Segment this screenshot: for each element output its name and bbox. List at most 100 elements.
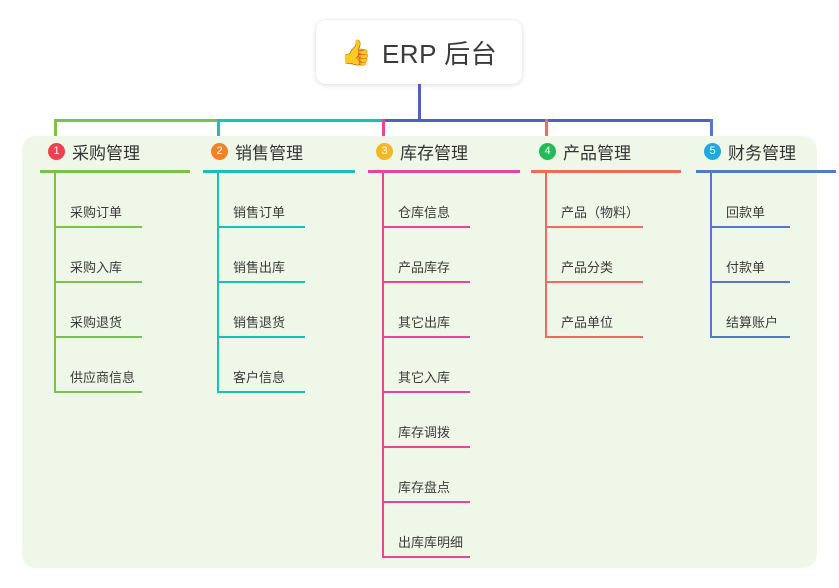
- column-title-3: 库存管理: [400, 143, 468, 163]
- leaf-node[interactable]: 销售退货: [203, 283, 355, 338]
- leaf-node-rule: [217, 336, 305, 338]
- leaf-node-label: 回款单: [726, 205, 766, 220]
- leaf-node[interactable]: 采购入库: [40, 228, 190, 283]
- leaf-node-label: 产品库存: [398, 260, 451, 275]
- leaf-node-label: 付款单: [726, 260, 766, 275]
- leaf-node-label: 库存盘点: [398, 480, 451, 495]
- column-badge-5: 5: [704, 142, 721, 160]
- column-header-rule-2: [203, 170, 355, 173]
- column-header-rule-3: [368, 170, 520, 173]
- leaf-node[interactable]: 其它出库: [368, 283, 520, 338]
- leaf-node-rule: [217, 391, 305, 393]
- leaf-node[interactable]: 仓库信息: [368, 173, 520, 228]
- leaf-node-label: 销售退货: [233, 315, 286, 330]
- connector-drop-4: [545, 119, 548, 150]
- leaf-node-rule: [54, 226, 142, 228]
- column-badge-2: 2: [211, 142, 228, 160]
- leaf-node[interactable]: 回款单: [696, 173, 836, 228]
- leaf-node[interactable]: 出库库明细: [368, 503, 520, 558]
- leaf-node[interactable]: 采购退货: [40, 283, 190, 338]
- leaf-node-label: 采购订单: [70, 205, 123, 220]
- column-title-2: 销售管理: [235, 143, 303, 163]
- leaf-node-rule: [545, 281, 643, 283]
- leaf-node-label: 销售出库: [233, 260, 286, 275]
- column-header-rule-4: [531, 170, 681, 173]
- leaf-node[interactable]: 客户信息: [203, 338, 355, 393]
- connector-trunk: [418, 84, 421, 122]
- leaf-node-label: 供应商信息: [70, 370, 136, 385]
- leaf-node-rule: [710, 336, 790, 338]
- leaf-node-label: 产品（物料）: [561, 205, 640, 220]
- leaf-node[interactable]: 库存调拨: [368, 393, 520, 448]
- leaf-node[interactable]: 付款单: [696, 228, 836, 283]
- leaf-node-label: 其它入库: [398, 370, 451, 385]
- leaf-node-label: 仓库信息: [398, 205, 451, 220]
- leaf-node-rule: [382, 281, 470, 283]
- leaf-node[interactable]: 其它入库: [368, 338, 520, 393]
- column-spine-4: [545, 173, 547, 338]
- column-title-4: 产品管理: [563, 143, 631, 163]
- leaf-node-label: 库存调拨: [398, 425, 451, 440]
- column-items-4: 产品（物料） 产品分类产品单位: [531, 173, 681, 338]
- leaf-node-rule: [710, 226, 790, 228]
- leaf-node-label: 客户信息: [233, 370, 286, 385]
- leaf-node[interactable]: 销售出库: [203, 228, 355, 283]
- column-header-2[interactable]: 2 销售管理: [203, 136, 355, 166]
- column-header-3[interactable]: 3 库存管理: [368, 136, 520, 166]
- leaf-node-label: 采购入库: [70, 260, 123, 275]
- column-4: 4 产品管理产品（物料） 产品分类产品单位: [531, 136, 681, 338]
- leaf-node-rule: [382, 556, 470, 558]
- leaf-node-rule: [54, 336, 142, 338]
- leaf-node[interactable]: 产品库存: [368, 228, 520, 283]
- leaf-node-rule: [545, 336, 643, 338]
- column-items-3: 仓库信息产品库存其它出库其它入库库存调拨库存盘点出库库明细: [368, 173, 520, 558]
- column-badge-4: 4: [539, 142, 556, 160]
- leaf-node-rule: [710, 281, 790, 283]
- leaf-node[interactable]: 采购订单: [40, 173, 190, 228]
- leaf-node-rule: [382, 336, 470, 338]
- leaf-node-label: 结算账户: [726, 315, 779, 330]
- column-title-1: 采购管理: [72, 143, 140, 163]
- leaf-node-rule: [382, 226, 470, 228]
- leaf-node[interactable]: 销售订单: [203, 173, 355, 228]
- leaf-node[interactable]: 产品（物料）: [531, 173, 681, 228]
- column-items-2: 销售订单销售出库销售退货客户信息: [203, 173, 355, 393]
- connector-drop-1: [54, 119, 57, 150]
- leaf-node-label: 其它出库: [398, 315, 451, 330]
- connector-bus-segment-2: [217, 119, 384, 122]
- leaf-node[interactable]: 产品分类: [531, 228, 681, 283]
- leaf-node[interactable]: 结算账户: [696, 283, 836, 338]
- leaf-node-label: 出库库明细: [398, 535, 464, 550]
- leaf-node-label: 产品分类: [561, 260, 614, 275]
- root-node-card[interactable]: 👍 ERP 后台: [316, 20, 522, 84]
- column-badge-3: 3: [376, 142, 393, 160]
- leaf-node-label: 销售订单: [233, 205, 286, 220]
- leaf-node-rule: [54, 391, 142, 393]
- column-header-4[interactable]: 4 产品管理: [531, 136, 681, 166]
- leaf-node-label: 采购退货: [70, 315, 123, 330]
- connector-drop-2: [217, 119, 220, 150]
- column-items-1: 采购订单采购入库采购退货供应商信息: [40, 173, 190, 393]
- leaf-node-rule: [54, 281, 142, 283]
- connector-drop-3: [382, 119, 385, 150]
- connector-bus-segment-1: [54, 119, 219, 122]
- leaf-node-label: 产品单位: [561, 315, 614, 330]
- leaf-node[interactable]: 供应商信息: [40, 338, 190, 393]
- column-spine-3: [382, 173, 384, 558]
- leaf-node-rule: [545, 226, 643, 228]
- column-spine-2: [217, 173, 219, 393]
- column-spine-1: [54, 173, 56, 393]
- leaf-node-rule: [382, 501, 470, 503]
- column-2: 2 销售管理销售订单销售出库销售退货客户信息: [203, 136, 355, 393]
- leaf-node[interactable]: 库存盘点: [368, 448, 520, 503]
- root-node-title: ERP 后台: [381, 38, 498, 69]
- thumbs-up-icon: 👍: [340, 38, 372, 67]
- leaf-node[interactable]: 产品单位: [531, 283, 681, 338]
- leaf-node-rule: [382, 391, 470, 393]
- connector-drop-5: [710, 119, 713, 150]
